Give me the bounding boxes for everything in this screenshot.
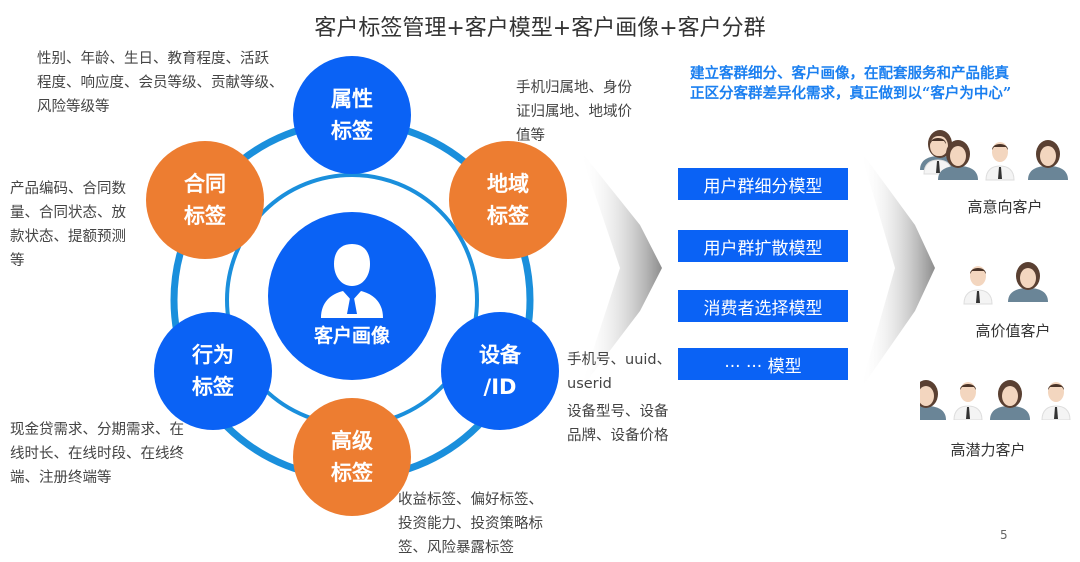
segment-high-value: 高价值客户 [975,322,1051,340]
tag-line2: 标签 [184,204,226,228]
tag-line1: 设备 [479,343,521,367]
note-contract: 产品编码、合同数量、合同状态、放款状态、提额预测等 [10,181,126,269]
arrow-to-segments-icon [860,150,935,390]
model-diffusion[interactable]: 用户群扩散模型 [678,230,848,262]
model-more[interactable]: ··· ··· 模型 [678,348,848,380]
tag-line2: 标签 [331,461,373,485]
slide-title: 客户标签管理+客户模型+客户画像+客户分群 [314,16,766,41]
tag-device-id[interactable]: 设备/ID [441,312,559,430]
customer-avatars [920,130,1071,420]
note-behavior: 现金贷需求、分期需求、在线时长、在线时段、在线终端、注册终端等 [10,422,184,486]
tag-line2: 标签 [331,119,373,143]
note-attribute: 性别、年龄、生日、教育程度、活跃程度、响应度、会员等级、贡献等级、风险等级等 [37,51,284,115]
note-advanced: 收益标签、偏好标签、投资能力、投资策略标签、风险暴露标签 [398,492,543,556]
arrow-to-models-icon [580,150,662,390]
tag-region[interactable]: 地域标签 [449,141,567,259]
model-segmentation[interactable]: 用户群细分模型 [678,168,848,200]
tag-line1: 高级 [331,429,373,453]
segment-high-intent: 高意向客户 [967,198,1043,216]
note-device-id: 手机号、uuid、userid [567,352,672,392]
tag-line2: 标签 [487,204,529,228]
tag-line1: 合同 [184,172,226,196]
model-consumer-choice[interactable]: 消费者选择模型 [678,290,848,322]
slogan: 建立客群细分、客户画像，在配套服务和产品能真正区分客群差异化需求，真正做到以“客… [690,65,1012,102]
center-customer-portrait: 客户画像 [268,212,436,380]
person-icon [321,244,383,318]
tag-advanced[interactable]: 高级标签 [293,398,411,516]
tag-line1: 行为 [192,343,234,367]
tag-line2: 标签 [192,375,234,399]
tag-contract[interactable]: 合同标签 [146,141,264,259]
page-number: 5 [1000,528,1008,542]
tag-line1: 属性 [331,87,373,111]
tag-line1: 地域 [487,172,529,196]
note-device-info: 设备型号、设备品牌、设备价格 [567,404,669,444]
tag-behavior[interactable]: 行为标签 [154,312,272,430]
note-region: 手机归属地、身份证归属地、地域价值等 [516,80,632,144]
tag-line2: /ID [483,375,517,399]
tag-attribute[interactable]: 属性标签 [293,56,411,174]
center-label: 客户画像 [313,325,390,347]
segment-high-potential: 高潜力客户 [950,441,1026,459]
